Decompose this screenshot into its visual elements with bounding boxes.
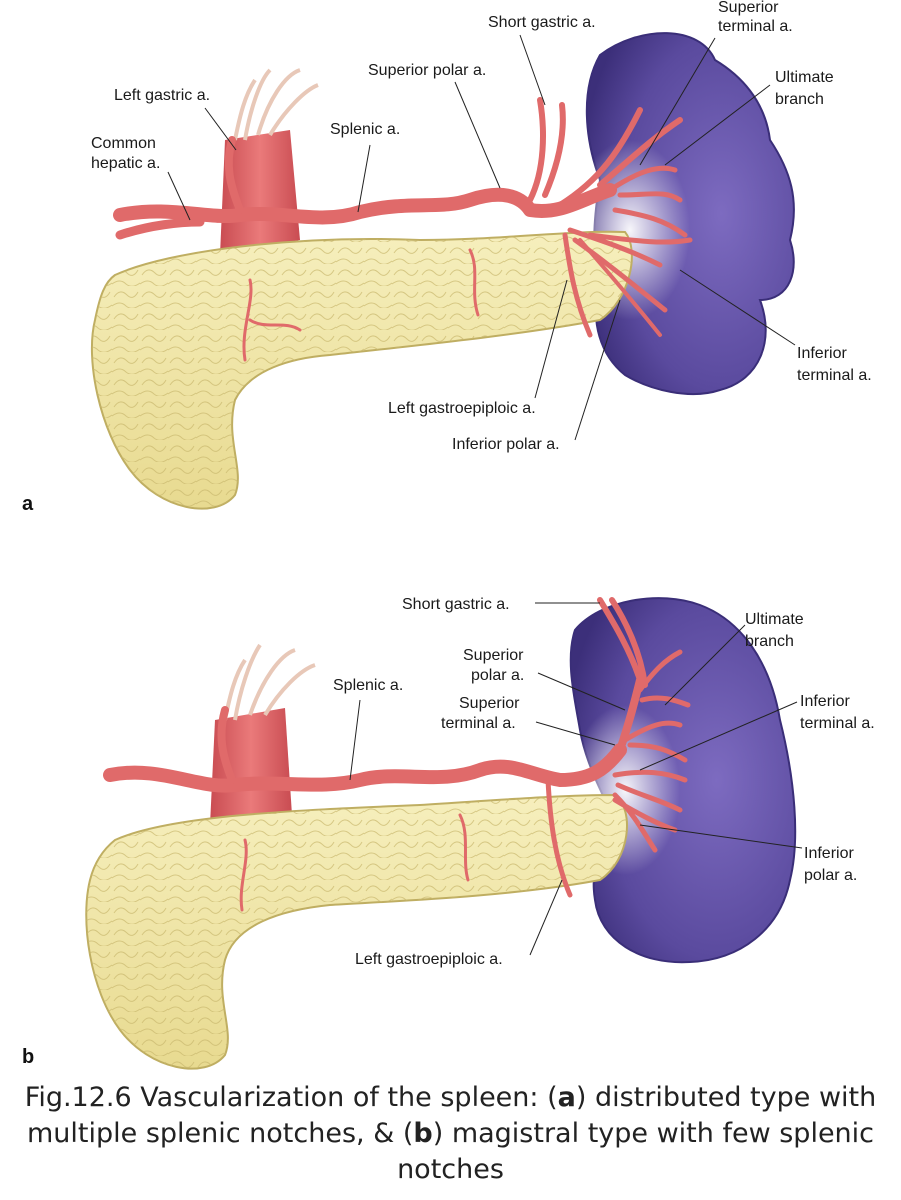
- pancreatic-branches-a: [242, 248, 480, 362]
- esophagus-fibers-a: [233, 68, 319, 141]
- label-left-gastric-a: Left gastric a.: [114, 87, 210, 104]
- splenic-artery-b: [103, 743, 627, 793]
- label-ultimate-a-l2: branch: [775, 91, 824, 108]
- left-gastroepiploic-artery-a: [562, 232, 593, 338]
- label-inferior-terminal-a-l1: Inferior: [797, 345, 847, 362]
- label-superior-terminal-b-l2: terminal a.: [441, 715, 516, 732]
- label-inferior-polar-b-l1: Inferior: [804, 845, 854, 862]
- aorta-b: [210, 708, 292, 825]
- inferior-polar-artery-b: [612, 792, 678, 853]
- pancreas-lobules-a: [91, 231, 632, 509]
- label-ultimate-b-l2: branch: [745, 633, 794, 650]
- label-ultimate-b-l1: Ultimate: [745, 611, 804, 628]
- label-inferior-terminal-b-l1: Inferior: [800, 693, 850, 710]
- label-common-hepatic-a-l2: hepatic a.: [91, 155, 160, 172]
- leaders-b: [349, 602, 803, 956]
- label-short-gastric-b: Short gastric a.: [402, 596, 510, 613]
- pancreas-lobules-b: [86, 795, 627, 1069]
- superior-terminal-artery-b: [622, 720, 688, 763]
- label-superior-terminal-a-l2: terminal a.: [718, 18, 793, 35]
- splenic-artery-a: [113, 183, 617, 225]
- panel-letter-a: a: [22, 493, 34, 515]
- label-inferior-polar-b-l2: polar a.: [804, 867, 857, 884]
- left-gastric-artery-a: [224, 136, 244, 214]
- caption-part-3: ) magistral type with few splenic notche…: [397, 1118, 875, 1185]
- leaders-a: [167, 34, 796, 441]
- label-inferior-terminal-b-l2: terminal a.: [800, 715, 875, 732]
- short-gastric-artery-a: [527, 97, 566, 203]
- label-inferior-polar-a: Inferior polar a.: [452, 436, 560, 453]
- inferior-polar-artery-a: [578, 238, 662, 337]
- label-superior-terminal-b-l1: Superior: [459, 695, 520, 712]
- aorta-a: [220, 130, 300, 255]
- esophagus-fibers-b: [223, 643, 316, 721]
- superior-polar-artery-b: [637, 649, 691, 708]
- caption-part-2: ) distributed type with multiple splenic…: [26, 1082, 877, 1149]
- label-short-gastric-a: Short gastric a.: [488, 14, 596, 31]
- inferior-terminal-artery-b: [612, 769, 688, 813]
- common-hepatic-artery-a: [115, 217, 205, 240]
- short-gastric-artery-b: [597, 597, 648, 688]
- caption-bold-b: b: [413, 1118, 433, 1149]
- label-superior-polar-b-l1: Superior: [463, 647, 524, 664]
- caption-part-1: Fig.12.6 Vascularization of the spleen: …: [24, 1082, 558, 1113]
- label-inferior-terminal-a-l2: terminal a.: [797, 367, 872, 384]
- label-splenic-b: Splenic a.: [333, 677, 403, 694]
- superior-terminal-artery-a: [607, 165, 688, 238]
- label-superior-polar-b-l2: polar a.: [471, 667, 524, 684]
- label-splenic-a: Splenic a.: [330, 121, 400, 138]
- label-left-gastroepiploic-b: Left gastroepiploic a.: [355, 951, 503, 968]
- figure-caption: Fig.12.6 Vascularization of the spleen: …: [0, 1080, 901, 1188]
- panel-a: Short gastric a. Superior terminal a. Su…: [22, 0, 872, 515]
- panel-letter-b: b: [22, 1046, 34, 1068]
- label-superior-terminal-a-l1: Superior: [718, 0, 779, 16]
- label-superior-polar-a: Superior polar a.: [368, 62, 486, 79]
- panel-b: Short gastric a. Ultimate branch Superio…: [22, 596, 875, 1070]
- left-gastroepiploic-artery-b: [545, 777, 573, 898]
- label-common-hepatic-a-l1: Common: [91, 135, 156, 152]
- main-trunk-b: [616, 676, 644, 754]
- left-gastric-artery-b: [217, 706, 236, 784]
- pancreatic-branches-b: [239, 813, 470, 912]
- label-ultimate-a-l1: Ultimate: [775, 69, 834, 86]
- label-left-gastroepiploic-a: Left gastroepiploic a.: [388, 400, 536, 417]
- caption-bold-a: a: [557, 1082, 576, 1113]
- superior-polar-artery-a: [557, 107, 683, 208]
